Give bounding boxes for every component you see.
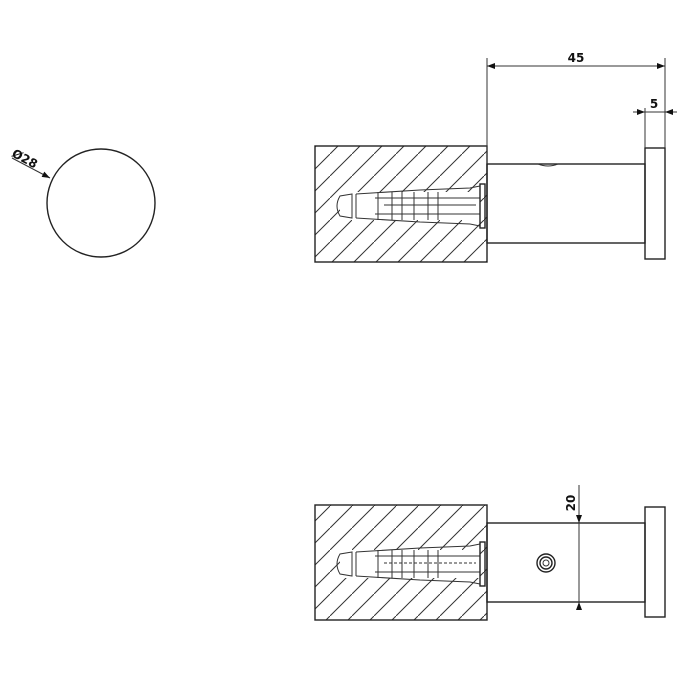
diameter-label: Ø28: [10, 146, 40, 171]
hook-shaft-top: [486, 163, 646, 244]
height-label: 20: [564, 495, 578, 512]
dimension-flange-thickness: 5: [633, 97, 677, 148]
side-view-top: 45 5: [314, 51, 677, 263]
front-view: Ø28: [10, 146, 156, 258]
hook-cap-bottom: [644, 506, 666, 618]
hook-shaft-bottom: [486, 522, 646, 603]
hook-cap-top: [644, 147, 666, 260]
wall-anchor-bottom: [336, 541, 486, 587]
wall-anchor-top: [336, 183, 486, 229]
set-screw-icon: [536, 553, 556, 573]
rosette-circle: [46, 148, 156, 258]
flange-thickness-label: 5: [650, 97, 658, 111]
length-label: 45: [568, 51, 585, 65]
dimension-length: 45: [486, 51, 666, 164]
diameter-leader: [11, 157, 51, 179]
dimension-height: 20: [564, 485, 582, 610]
side-view-bottom: 20: [314, 485, 666, 621]
